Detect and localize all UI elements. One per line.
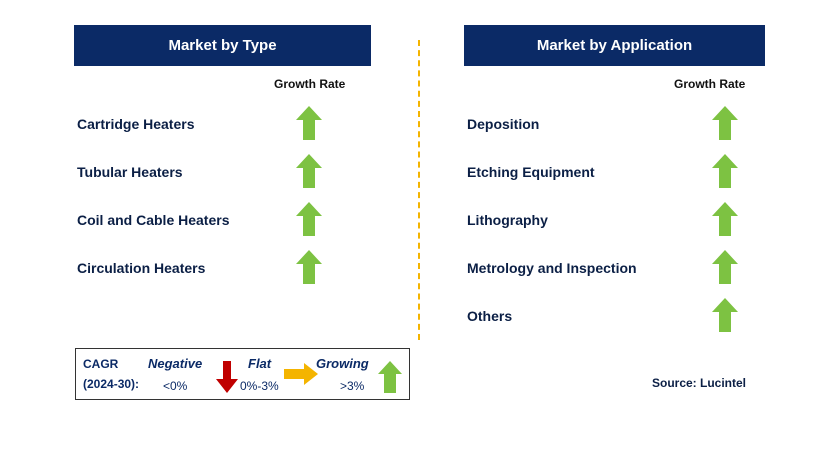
application-item-deposition: Deposition [467, 116, 540, 132]
panel-divider [418, 40, 420, 340]
type-item-coil-and-cable-heaters: Coil and Cable Heaters [77, 212, 230, 228]
legend-cagr-period: (2024-30): [83, 377, 140, 391]
type-growth-rate-label: Growth Rate [274, 77, 346, 91]
application-panel-header: Market by Application [464, 25, 765, 66]
growing-up-arrow-icon [378, 361, 402, 393]
legend-negative-label: Negative [148, 356, 203, 371]
application-growth-rate-label: Growth Rate [674, 77, 746, 91]
growth-up-arrow-icon [712, 154, 738, 188]
application-panel-title: Market by Application [536, 37, 693, 54]
growth-up-arrow-icon [296, 250, 322, 284]
application-item-others: Others [467, 308, 513, 324]
application-item-lithography: Lithography [467, 212, 548, 228]
legend-growing-label: Growing [316, 356, 369, 371]
legend-flat-range: 0%-3% [240, 379, 279, 393]
cagr-legend: CAGR (2024-30): Negative <0% Flat 0%-3% … [75, 348, 410, 400]
negative-down-arrow-icon [216, 361, 238, 393]
type-item-tubular-heaters: Tubular Heaters [77, 164, 183, 180]
flat-right-arrow-icon [284, 363, 318, 385]
type-panel-header: Market by Type [74, 25, 371, 66]
growth-up-arrow-icon [712, 106, 738, 140]
application-item-metrology-and-inspection: Metrology and Inspection [467, 260, 637, 276]
type-item-cartridge-heaters: Cartridge Heaters [77, 116, 195, 132]
legend-cagr-label: CAGR [83, 357, 119, 371]
legend-flat-label: Flat [248, 356, 272, 371]
growth-up-arrow-icon [296, 106, 322, 140]
type-item-circulation-heaters: Circulation Heaters [77, 260, 206, 276]
growth-up-arrow-icon [296, 154, 322, 188]
growth-up-arrow-icon [712, 298, 738, 332]
growth-up-arrow-icon [712, 202, 738, 236]
growth-up-arrow-icon [712, 250, 738, 284]
growth-up-arrow-icon [296, 202, 322, 236]
source-label: Source: Lucintel [652, 376, 747, 390]
legend-negative-range: <0% [163, 379, 188, 393]
application-item-etching-equipment: Etching Equipment [467, 164, 595, 180]
type-panel-title: Market by Type [168, 37, 277, 54]
legend-growing-range: >3% [340, 379, 365, 393]
